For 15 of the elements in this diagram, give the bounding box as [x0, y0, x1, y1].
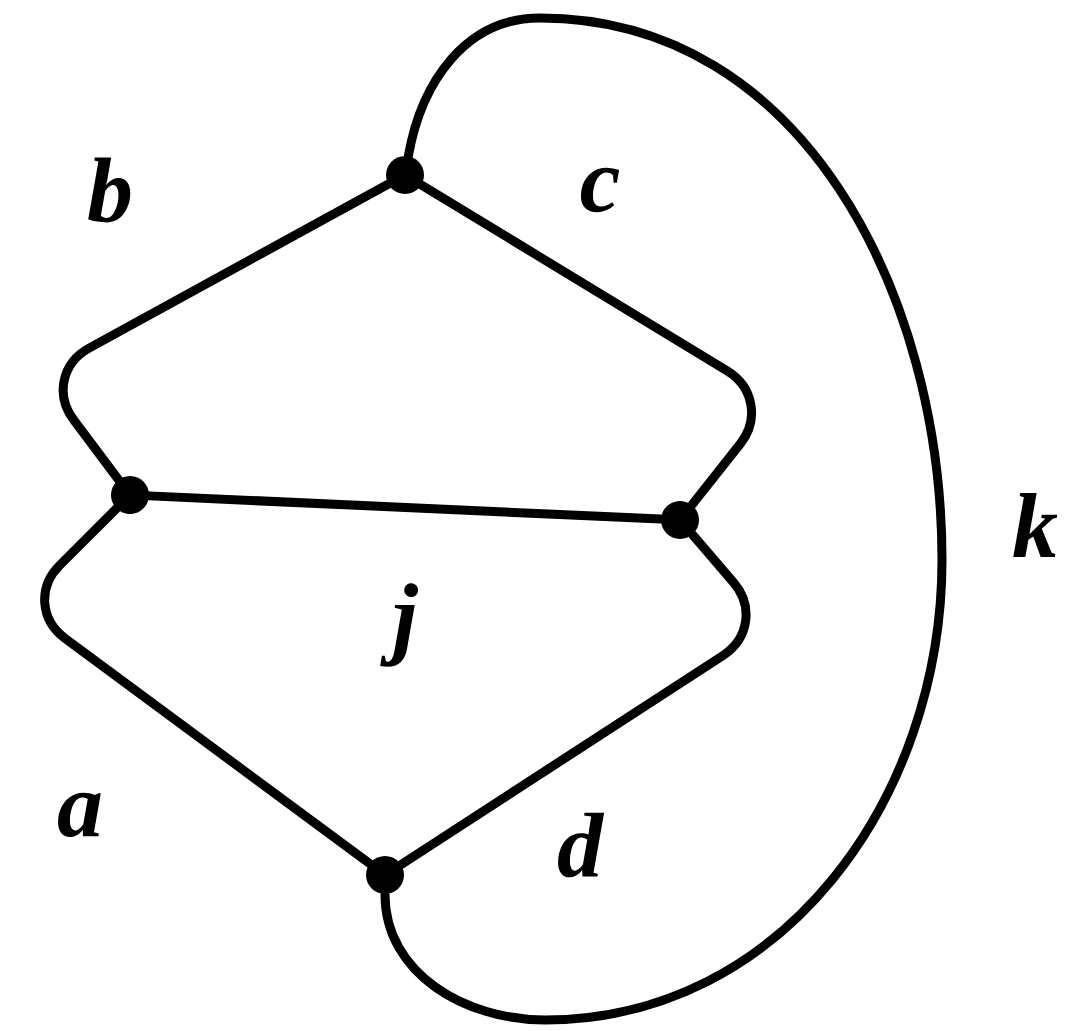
edge-label: j [380, 583, 419, 667]
edge-line [380, 13, 947, 1025]
edge-label: d [558, 812, 605, 878]
edge-line [40, 504, 374, 868]
edge-label: c [580, 167, 620, 213]
edge-line [58, 179, 393, 484]
edge-label: a [58, 792, 101, 838]
edge-label: k [1013, 493, 1058, 557]
edge-line [396, 530, 751, 869]
vertex-dot [661, 501, 699, 539]
vertex-dot [111, 476, 149, 514]
vertex-dot [366, 856, 404, 894]
edge-line [417, 180, 756, 510]
vertex-dot [386, 156, 424, 194]
edge-label: b [88, 157, 131, 223]
